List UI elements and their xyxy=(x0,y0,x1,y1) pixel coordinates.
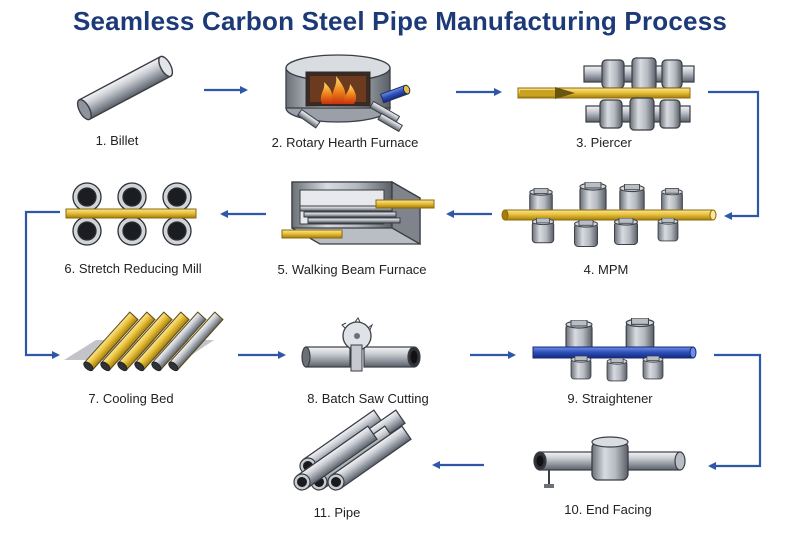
cooling-bed-icon xyxy=(64,311,224,372)
end-facing-icon xyxy=(533,436,686,488)
arrow-9-to-10 xyxy=(708,353,762,470)
flow-arrows xyxy=(24,86,762,470)
batch-saw-cutting-icon xyxy=(301,317,421,372)
cooling-pipe xyxy=(100,311,156,372)
straightener-icon xyxy=(532,318,697,382)
pipe-icon xyxy=(293,409,412,491)
billet-icon xyxy=(76,55,174,121)
cooling-pipe xyxy=(151,311,207,372)
step-label-batch-saw-cutting: 8. Batch Saw Cutting xyxy=(307,391,429,406)
step-label-stretch-reducing-mill: 6. Stretch Reducing Mill xyxy=(64,261,202,276)
bundle-pipe xyxy=(293,425,378,491)
step-label-cooling-bed: 7. Cooling Bed xyxy=(88,391,174,406)
step-label-billet: 1. Billet xyxy=(95,133,139,148)
cooling-pipe xyxy=(83,311,139,372)
piercer-icon xyxy=(517,57,695,131)
step-label-end-facing: 10. End Facing xyxy=(564,502,652,517)
cooling-pipe xyxy=(134,311,190,372)
step-label-pipe: 11. Pipe xyxy=(313,505,361,520)
step-label-mpm: 4. MPM xyxy=(583,262,629,277)
cooling-pipe xyxy=(168,311,224,372)
stretch-reducing-mill-icon xyxy=(65,182,197,246)
step-label-rotary-hearth-furnace: 2. Rotary Hearth Furnace xyxy=(271,135,419,150)
rotary-hearth-furnace-icon xyxy=(285,54,411,133)
arrow-6-to-7 xyxy=(24,210,60,359)
step-label-walking-beam-furnace: 5. Walking Beam Furnace xyxy=(277,262,427,277)
diagram-title: Seamless Carbon Steel Pipe Manufacturing… xyxy=(72,6,728,36)
walking-beam-furnace-icon xyxy=(281,180,435,246)
step-label-piercer: 3. Piercer xyxy=(576,135,632,150)
step-label-straightener: 9. Straightener xyxy=(567,391,653,406)
cooling-pipe xyxy=(117,311,173,372)
arrow-3-to-4 xyxy=(708,90,760,220)
mpm-icon xyxy=(501,182,717,248)
bundle-pipe xyxy=(327,425,412,491)
